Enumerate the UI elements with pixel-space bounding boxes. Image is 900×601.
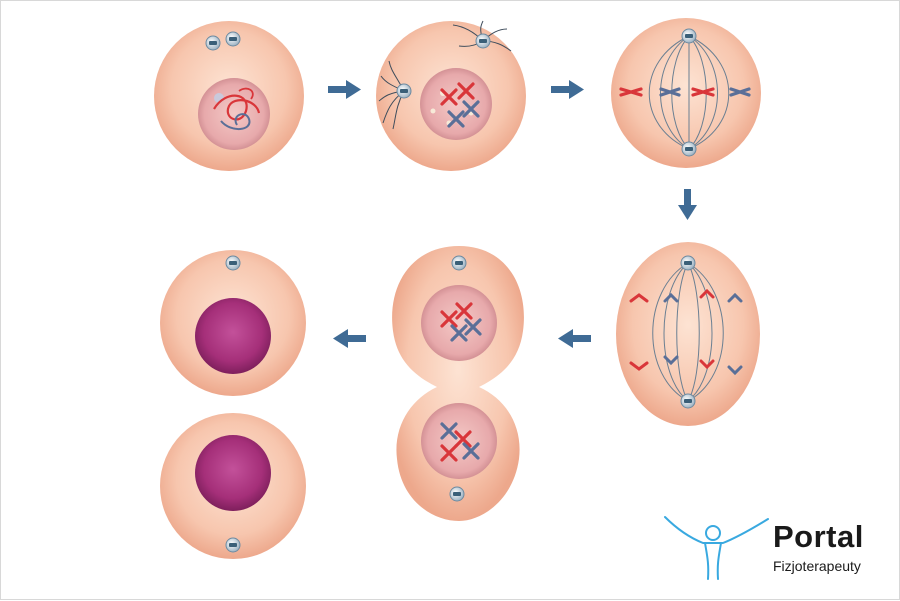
logo-title: Portal <box>773 519 864 554</box>
centrosome-icon <box>680 255 696 271</box>
spindle-fibers <box>648 35 730 150</box>
centrosome-icon <box>681 28 697 44</box>
nucleus-upper <box>421 285 497 361</box>
portal-logo: Portal Fizjoterapeuty <box>663 513 893 583</box>
cell-prophase <box>376 20 526 171</box>
chromatin-blue <box>220 113 251 130</box>
metaphase-plate <box>619 87 751 97</box>
centrosome-icon <box>475 33 491 49</box>
spindle-fibers <box>652 262 724 402</box>
cell-metaphase <box>611 18 761 168</box>
nucleus <box>198 78 270 150</box>
centrosome-icon <box>680 393 696 409</box>
separating-chromatids <box>629 288 743 376</box>
cell-body <box>611 18 761 168</box>
nucleus-dense <box>195 435 271 511</box>
centrosome-icon <box>451 255 467 271</box>
logo-subtitle: Fizjoterapeuty <box>773 558 861 574</box>
nucleus-dense <box>195 298 271 374</box>
centrosome-icon <box>681 141 697 157</box>
arrow-down-icon <box>678 189 697 220</box>
arrow-left-icon <box>333 329 366 348</box>
centrosome-icon <box>205 35 221 51</box>
cell-anaphase <box>616 242 760 426</box>
person-figure-icon <box>664 516 769 580</box>
arrow-right-icon <box>551 80 584 99</box>
centrosome-icon <box>449 486 465 502</box>
centrosome-icon <box>225 255 241 271</box>
centrosome-icon <box>225 537 241 553</box>
cell-daughter-upper <box>160 250 306 396</box>
centrosome-icon <box>225 31 241 47</box>
cell-daughter-lower <box>160 413 306 559</box>
centrosome-icon <box>396 83 412 99</box>
cell-telophase <box>392 246 524 521</box>
arrow-left-icon <box>558 329 591 348</box>
arrow-right-icon <box>328 80 361 99</box>
cell-body <box>616 242 760 426</box>
cell-interphase <box>154 21 304 171</box>
